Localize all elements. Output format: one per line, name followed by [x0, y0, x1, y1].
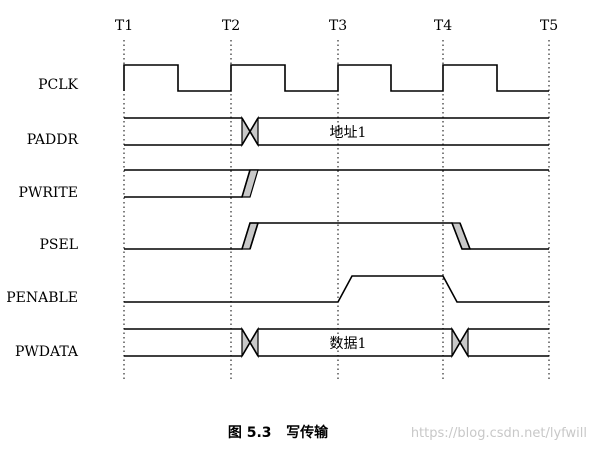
pclk-waveform [123, 64, 549, 92]
signal-label-pwrite: PWRITE [19, 185, 78, 201]
time-marker-t2: T2 [222, 18, 240, 34]
time-marker-t4: T4 [434, 18, 452, 34]
signal-label-penable: PENABLE [6, 290, 78, 306]
signal-label-pclk: PCLK [38, 77, 78, 93]
pwdata-waveform: 数据1 [124, 326, 549, 359]
paddr-value-label: 地址1 [330, 125, 367, 141]
paddr-waveform: 地址1 [124, 115, 549, 148]
time-marker-t1: T1 [115, 18, 133, 34]
signal-label-pwdata: PWDATA [15, 344, 79, 360]
time-reference-lines [123, 40, 550, 382]
signal-label-paddr: PADDR [27, 132, 79, 148]
psel-waveform [124, 222, 549, 250]
time-markers: T1 T2 T3 T4 T5 [115, 18, 558, 34]
figure-caption: 图 5.3 写传输 [228, 424, 329, 441]
watermark-text: https://blog.csdn.net/lyfwill [411, 426, 587, 441]
time-marker-t5: T5 [540, 18, 558, 34]
pwdata-value-label: 数据1 [330, 336, 367, 352]
signal-label-psel: PSEL [39, 237, 78, 253]
penable-waveform [124, 275, 549, 303]
pwrite-waveform [124, 169, 549, 198]
time-marker-t3: T3 [329, 18, 347, 34]
signal-labels: PCLK PADDR PWRITE PSEL PENABLE PWDATA [6, 77, 79, 360]
